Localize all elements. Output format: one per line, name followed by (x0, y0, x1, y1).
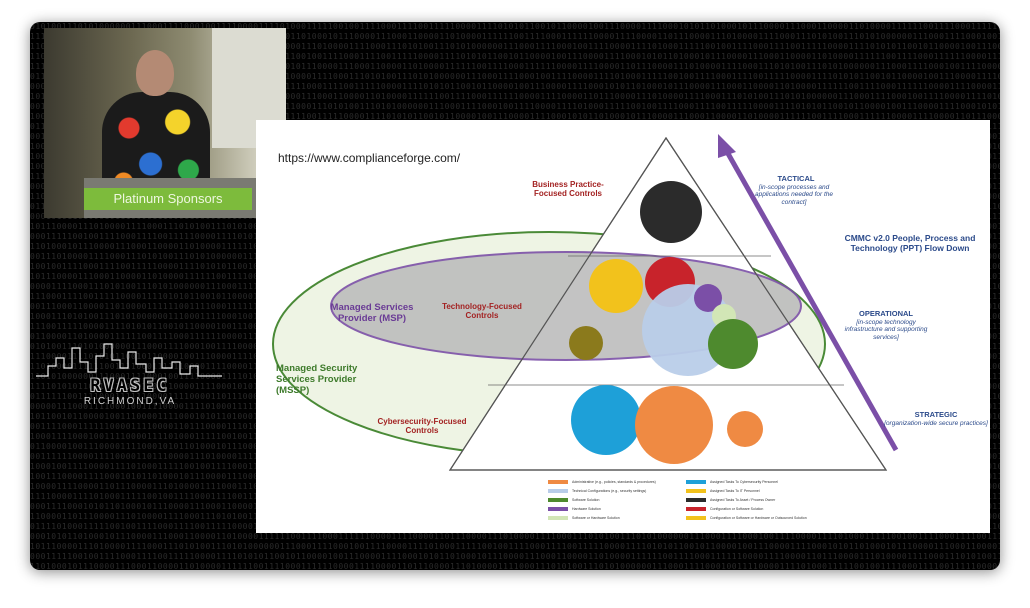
legend-swatch (548, 498, 568, 502)
legend-label: Technical Configurations (e.g., security… (572, 489, 647, 493)
legend-swatch (686, 498, 706, 502)
legend-item: Software Solution (548, 497, 599, 503)
legend-swatch (548, 516, 568, 520)
legend-item: Software or Hardware Solution (548, 515, 620, 521)
legend-item: Administrative (e.g., policies, standard… (548, 479, 656, 485)
legend-label: Assigned Tasks To Asset / Process Owner (710, 498, 776, 502)
legend-item: Technical Configurations (e.g., security… (548, 488, 646, 494)
strategic-description: [organization-wide secure practices] (884, 420, 988, 427)
rvasec-location: RICHMOND,VA (83, 396, 177, 407)
strategic-title: STRATEGIC (914, 410, 958, 419)
flow-down-arrow (723, 148, 899, 452)
legend-swatch (548, 489, 568, 493)
ppt-flow-diagram (272, 134, 899, 471)
city-skyline-logo (36, 343, 222, 377)
legend-item: Assigned Tasks To Asset / Process Owner (686, 497, 775, 503)
business-focused-label: Business Practice-Focused Controls (532, 180, 604, 199)
outsourced-circle (569, 326, 603, 360)
legend-swatch (686, 507, 706, 511)
flow-arrow-head (718, 134, 736, 158)
cmmc-flow-down-title: CMMC v2.0 People, Process and Technology… (844, 233, 976, 254)
operational-title: OPERATIONAL (858, 309, 914, 318)
legend-label: Software or Hardware Solution (572, 516, 620, 520)
legend-swatch (548, 480, 568, 484)
tactical-control-circle (640, 181, 702, 243)
legend-label: Hardware Solution (572, 507, 601, 511)
msp-label: Managed Services Provider (MSP) (330, 302, 414, 324)
presentation-slide: https://www.complianceforge.com/ Busines… (256, 120, 990, 533)
legend-label: Administrative (e.g., policies, standard… (572, 480, 656, 484)
legend-swatch (686, 489, 706, 493)
legend-item: Configuration or Software Solution (686, 506, 763, 512)
tactical-description: [in-scope processes and applications nee… (754, 184, 834, 206)
legend-swatch (548, 507, 568, 511)
source-url: https://www.complianceforge.com/ (278, 151, 461, 165)
hardware-circle (694, 284, 722, 312)
technology-focused-label: Technology-Focused Controls (442, 302, 522, 321)
administrative-circle (635, 386, 713, 464)
cybersecurity-personnel-circle (571, 385, 641, 455)
speaker-head (136, 50, 174, 96)
third-party-circle (727, 411, 763, 447)
legend-label: Configuration or Software or Hardware or… (710, 516, 807, 520)
speaker-webcam: Platinum Sponsors (44, 28, 286, 218)
mssp-label: Managed Security Services Provider (MSSP… (276, 363, 358, 396)
legend-item: Configuration or Software or Hardware or… (686, 515, 807, 521)
operational-description: [in-scope technology infrastructure and … (844, 319, 928, 341)
sponsor-sign: Platinum Sponsors (84, 188, 252, 210)
legend-label: Software Solution (572, 498, 600, 502)
presentation-video-frame: 0101001110101000000111000111100010011110… (30, 22, 1000, 570)
cybersecurity-focused-label: Cybersecurity-Focused Controls (377, 417, 467, 436)
legend-label: Assigned Tasks To IT Personnel (710, 489, 760, 493)
software-circle (708, 319, 758, 369)
it-personnel-circle (589, 259, 643, 313)
rvasec-logo-text: RVASEC (90, 376, 170, 396)
legend-item: Hardware Solution (548, 506, 601, 512)
legend-label: Assigned Tasks To Cybersecurity Personne… (710, 480, 778, 484)
legend-swatch (686, 480, 706, 484)
legend-label: Configuration or Software Solution (710, 507, 764, 511)
ppt-triangle-outline (448, 136, 888, 471)
legend-item: Assigned Tasks To IT Personnel (686, 488, 760, 494)
legend-swatch (686, 516, 706, 520)
tactical-title: TACTICAL (777, 174, 815, 183)
legend-item: Assigned Tasks To Cybersecurity Personne… (686, 479, 778, 485)
